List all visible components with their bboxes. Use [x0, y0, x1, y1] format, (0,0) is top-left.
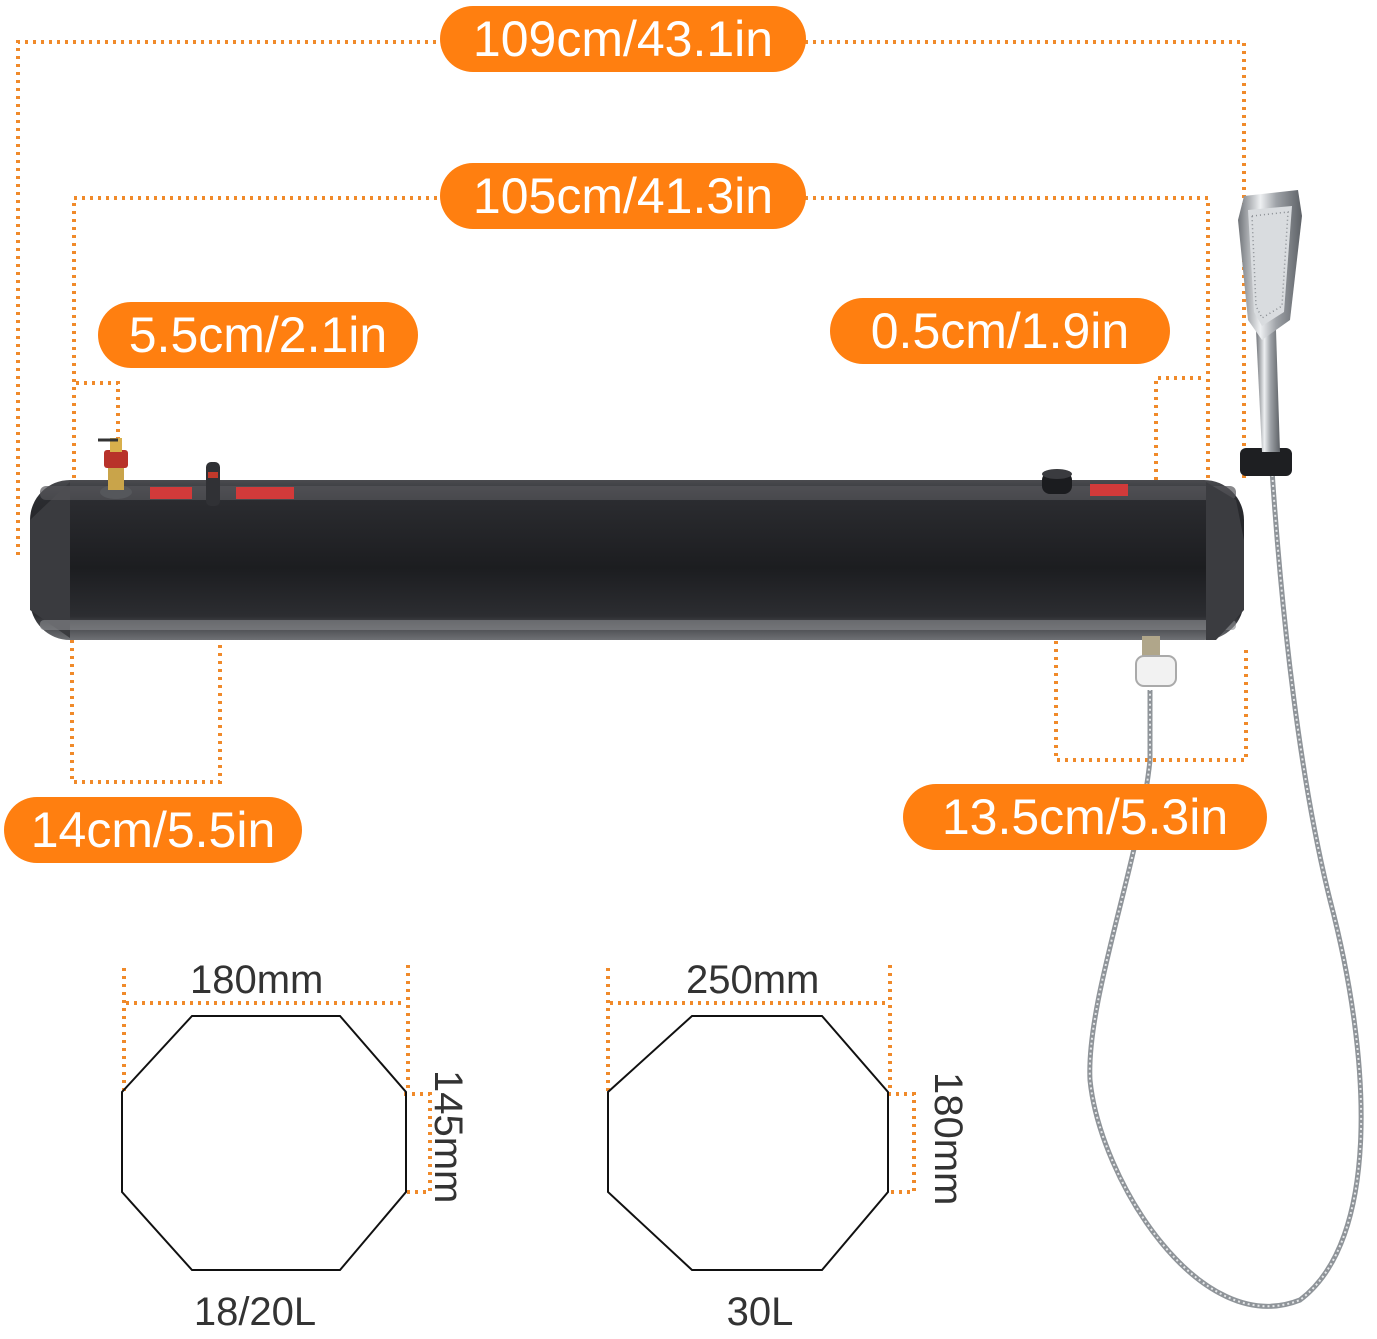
cross-section-octagon-large	[607, 1015, 889, 1271]
section-large-capacity-label: 30L	[726, 1290, 794, 1334]
section-large-height-label: 180mm	[926, 1072, 970, 1206]
section-small-capacity-label: 18/20L	[193, 1290, 317, 1334]
pressure-valve-icon	[98, 438, 132, 499]
tank-length-badge: 105cm/41.3in	[440, 163, 806, 229]
right-end-height-badge: 13.5cm/5.3in	[903, 784, 1267, 850]
shower-head-icon	[1238, 190, 1302, 476]
overall-length-badge: 109cm/43.1in	[440, 6, 806, 72]
cross-section-octagon-small	[121, 1015, 407, 1271]
right-fitting-badge: 0.5cm/1.9in	[830, 298, 1170, 364]
section-small-width-label: 180mm	[190, 958, 324, 1002]
section-small-height-label: 145mm	[426, 1070, 470, 1204]
drain-knob-icon	[1042, 469, 1072, 494]
left-fitting-badge: 5.5cm/2.1in	[98, 302, 418, 368]
dimension-lines	[16, 40, 1248, 1194]
tank-body	[30, 480, 1244, 640]
bottom-faucet-icon	[1135, 636, 1177, 687]
left-end-height-badge: 14cm/5.5in	[4, 797, 302, 863]
air-vent-icon	[206, 462, 220, 506]
section-large-width-label: 250mm	[686, 958, 820, 1002]
